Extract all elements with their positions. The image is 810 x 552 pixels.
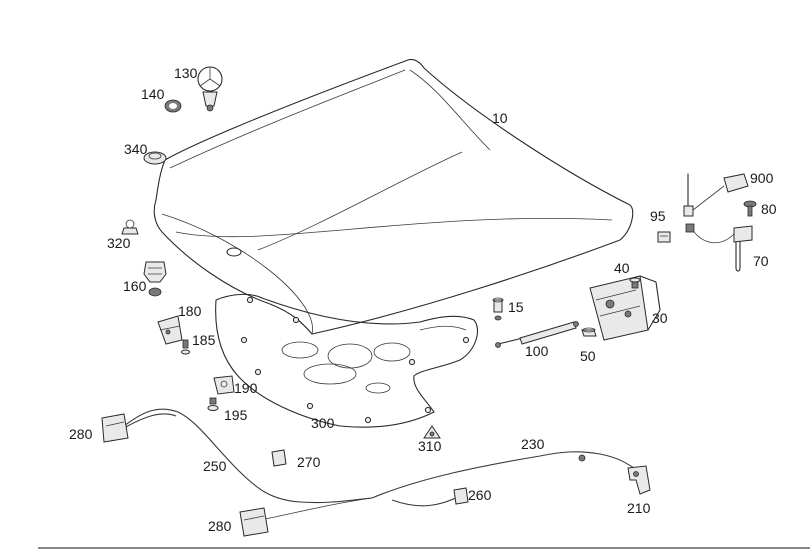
buffer xyxy=(143,261,167,297)
label-95: 95 xyxy=(650,208,666,224)
label-310: 310 xyxy=(418,438,442,454)
label-185: 185 xyxy=(192,332,216,348)
cable-250 xyxy=(123,408,373,521)
clip-270 xyxy=(271,449,287,467)
label-195: 195 xyxy=(224,407,248,423)
label-40: 40 xyxy=(614,260,630,276)
bracket xyxy=(157,315,183,345)
cable-230 xyxy=(371,451,641,507)
label-270: 270 xyxy=(297,454,321,470)
plug-320 xyxy=(121,219,139,235)
label-160: 160 xyxy=(123,278,147,294)
emblem-seal xyxy=(164,99,182,113)
insulation-mat xyxy=(215,293,478,428)
holder-190 xyxy=(213,375,235,395)
label-140: 140 xyxy=(141,86,165,102)
emblem xyxy=(197,66,223,112)
screw-185 xyxy=(181,339,190,355)
handle-280-top xyxy=(101,413,129,443)
clip-260 xyxy=(453,487,469,505)
label-900: 900 xyxy=(750,170,774,186)
release-lever xyxy=(627,465,651,495)
label-300: 300 xyxy=(311,415,335,431)
clip-310 xyxy=(423,425,441,439)
screw-195 xyxy=(207,397,219,411)
label-250: 250 xyxy=(203,458,227,474)
label-80: 80 xyxy=(761,201,777,217)
hood-lock xyxy=(589,275,661,341)
label-190: 190 xyxy=(234,380,258,396)
label-50: 50 xyxy=(580,348,596,364)
safety-hook xyxy=(685,223,753,272)
nut-lock xyxy=(581,327,597,337)
screw-hook xyxy=(743,200,757,217)
part-labels: 10 15 30 40 50 70 80 95 100 130 140 160 … xyxy=(69,65,777,534)
label-180: 180 xyxy=(178,303,202,319)
sensor-900 xyxy=(683,173,749,217)
label-130: 130 xyxy=(174,65,198,81)
label-210: 210 xyxy=(627,500,651,516)
hood-panel xyxy=(153,58,634,335)
label-230: 230 xyxy=(521,436,545,452)
label-340: 340 xyxy=(124,141,148,157)
bumper-stop xyxy=(492,297,504,321)
label-280-top: 280 xyxy=(69,426,93,442)
label-10: 10 xyxy=(492,110,508,126)
handle-280-bottom xyxy=(239,507,269,537)
label-280-bottom: 280 xyxy=(208,518,232,534)
label-100: 100 xyxy=(525,343,549,359)
label-70: 70 xyxy=(753,253,769,269)
gas-strut xyxy=(495,321,579,348)
label-320: 320 xyxy=(107,235,131,251)
clip-95 xyxy=(657,231,671,243)
plug-340 xyxy=(143,151,167,165)
screw-lock xyxy=(629,277,641,289)
label-260: 260 xyxy=(468,487,492,503)
label-30: 30 xyxy=(652,310,668,326)
label-15: 15 xyxy=(508,299,524,315)
